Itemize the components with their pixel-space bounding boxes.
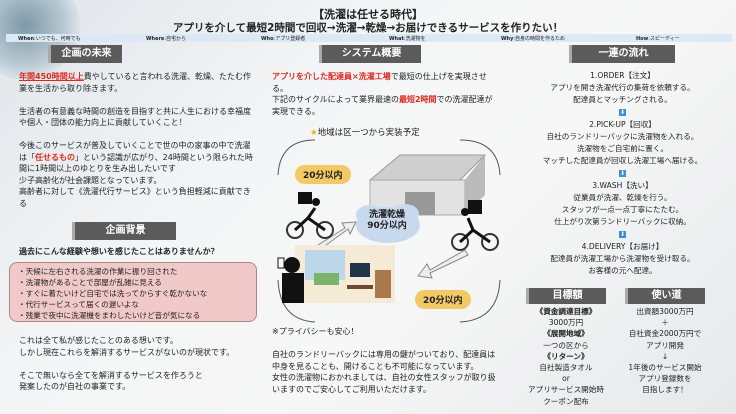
system-text: アプリを介した配達員×洗濯工場で最短の仕上げを実現させる。 下記のサイクルによっ… bbox=[272, 72, 493, 116]
goal-header: 目標額 bbox=[526, 288, 606, 304]
usage-header: 使い道 bbox=[625, 288, 705, 304]
cloud-icon bbox=[356, 204, 420, 243]
w5-what: What:洗濯物を bbox=[389, 35, 426, 42]
cycle-arc bbox=[277, 279, 316, 323]
pain-points-box: ・天候に左右される洗濯の作業に振り回された ・洗濯物があることで部屋が乱雑に見え… bbox=[9, 262, 257, 322]
bicycle-courier-icon bbox=[451, 200, 499, 251]
delivery-time-badge: 20分以内 bbox=[415, 290, 471, 309]
arrow-icon bbox=[417, 249, 469, 279]
system-header: システム概要 bbox=[319, 45, 421, 63]
pickup-time-badge: 20分以内 bbox=[295, 165, 351, 184]
background-question: 過去にこんな経験や想いを感じたことはありませんか？ bbox=[19, 247, 219, 256]
w5-where: Where:自宅から bbox=[146, 35, 187, 42]
factory-icon bbox=[368, 154, 487, 216]
page-subtitle: アプリを介して最短2時間で回収→洗濯→乾燥→お届けできるサービスを作りたい！ bbox=[172, 22, 564, 34]
service-cycle-illustration bbox=[277, 139, 501, 323]
home-room-illustration bbox=[277, 245, 395, 303]
page-title: 【洗濯は任せる時代】 bbox=[313, 8, 423, 21]
background-header: 企画背景 bbox=[72, 222, 176, 240]
flow-header: 一連の流れ bbox=[569, 45, 675, 63]
w5-who: Who:アプリ登録者 bbox=[261, 35, 306, 42]
down-arrow-icon: ⬇ bbox=[619, 231, 626, 239]
w5-how: How:スピーディー bbox=[636, 35, 680, 42]
bicycle-courier-icon bbox=[286, 192, 334, 239]
flow-step-pickup: 2.PICK-UP【回収】自社のランドリーバックに洗濯物を入れる。洗濯物をご自宅… bbox=[542, 119, 703, 166]
pain-point: ・代行サービスって届くの遅いよな bbox=[18, 300, 139, 309]
area-note: ★地域は区一つから実装予定 bbox=[310, 128, 420, 138]
background-text: これは全て私が感じたことのある想いです。しかし現在これらを解消するサービスがない… bbox=[19, 336, 235, 391]
pain-point: ・残業で夜中に洗濯機をまわしたいけど音が気になる bbox=[18, 311, 201, 320]
future-header: 企画の未来 bbox=[48, 45, 122, 63]
cycle-arc bbox=[459, 139, 501, 176]
cycle-arc bbox=[459, 279, 501, 323]
pain-point: ・天候に左右される洗濯の作業に振り回された bbox=[18, 267, 178, 276]
w5-when: When:いつでも、何時でも bbox=[18, 35, 81, 42]
flow-step-order: 1.ORDER【注文】アプリを開き洗濯代行の集荷を依頼する。配達員とマッチングさ… bbox=[550, 71, 695, 105]
flow-step-delivery: 4.DELIVERY【お届け】配達員が洗濯工場から洗濯物を受け取る。お客様の元へ… bbox=[550, 241, 695, 276]
w5-why: Why:自身の時間を作るため bbox=[501, 35, 566, 42]
flow-step-wash: 3.WASH【洗い】従業員が洗濯、乾燥を行う。スタッフが一点一点丁寧にたたむ。仕… bbox=[554, 180, 691, 227]
down-arrow-icon: ⬇ bbox=[619, 170, 626, 178]
future-text: 年間450時間以上費やしていると言われる洗濯、乾燥、たたむ作業を生活から取り除き… bbox=[19, 72, 253, 208]
pain-point: ・洗濯物があることで部屋が乱雑に見える bbox=[18, 278, 162, 287]
usage-details: 出資額3000万円＋自社資金2000万円で アプリ開発↓1年後のサービス開始 ア… bbox=[628, 307, 702, 395]
cycle-arc bbox=[277, 139, 316, 176]
privacy-text: ※プライバシーも安心！ 自社のランドリーバックには専用の鍵がついており、配達員は… bbox=[272, 327, 496, 394]
star-icon: ★ bbox=[310, 128, 318, 138]
down-arrow-icon: ⬇ bbox=[619, 109, 626, 117]
five-w-one-h-bar: When:いつでも、何時でも Where:自宅から Who:アプリ登録者 Wha… bbox=[6, 34, 732, 42]
flow-steps: 1.ORDER【注文】アプリを開き洗濯代行の集荷を依頼する。配達員とマッチングさ… bbox=[515, 70, 730, 277]
goal-details: 《資金調達目標》3000万円 《展開地域》一つの区から 《リターン》自社製造タオ… bbox=[528, 307, 604, 406]
pain-point: ・すぐに着たいけど自宅では洗ってからすぐ乾かないな bbox=[18, 289, 208, 298]
